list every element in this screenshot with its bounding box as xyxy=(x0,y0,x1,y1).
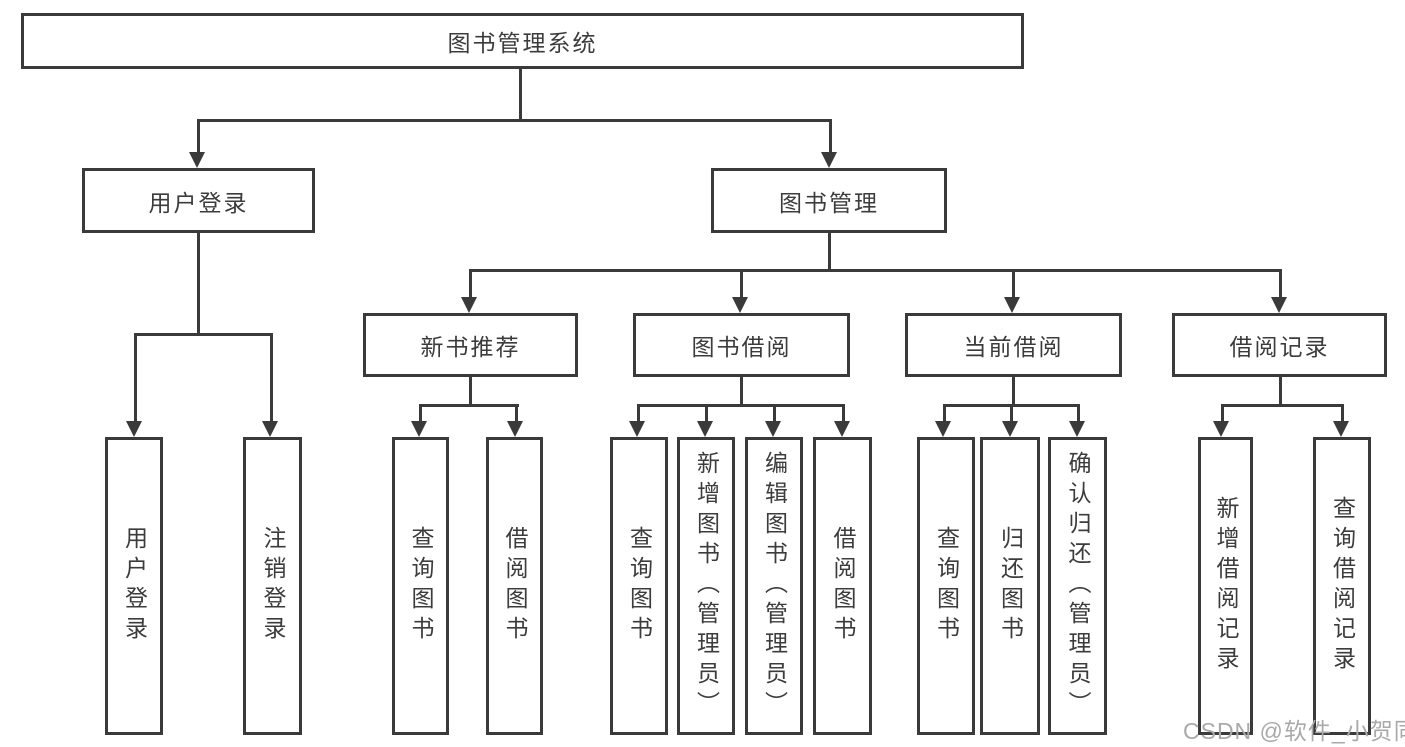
connector-line xyxy=(134,333,137,422)
node-book-borrowing: 图书借阅 xyxy=(633,313,850,377)
node-label: 查询图书 xyxy=(933,526,960,646)
connector-line xyxy=(1279,269,1282,298)
arrow-down-icon xyxy=(732,297,748,313)
connector-line xyxy=(515,404,518,422)
connector-line xyxy=(637,404,845,407)
node-library-management-system: 图书管理系统 xyxy=(21,13,1024,69)
node-label: 图书管理系统 xyxy=(447,30,598,56)
connector-line xyxy=(1221,404,1224,422)
node-label: 借阅图书 xyxy=(502,526,528,646)
leaf-current-return-books: 归还图书 xyxy=(980,437,1040,735)
leaf-user-login: 用户登录 xyxy=(105,437,163,735)
connector-line xyxy=(197,119,200,153)
leaf-records-query-borrow-record: 查询借阅记录 xyxy=(1313,437,1371,735)
connector-line xyxy=(469,375,472,406)
leaf-borrowing-query-books: 查询图书 xyxy=(610,437,668,735)
arrow-down-icon xyxy=(1333,421,1349,437)
node-label: 确认归还（管理员） xyxy=(1065,451,1091,721)
connector-line xyxy=(197,119,831,122)
connector-line xyxy=(1010,404,1013,422)
connector-line xyxy=(419,404,519,407)
leaf-current-query-books: 查询图书 xyxy=(917,437,975,735)
node-label: 查询借阅记录 xyxy=(1329,496,1356,676)
node-label: 借阅记录 xyxy=(1229,334,1330,360)
connector-line xyxy=(637,404,640,422)
node-label: 新增借阅记录 xyxy=(1213,496,1239,676)
arrow-down-icon xyxy=(507,421,523,437)
connector-line xyxy=(1279,375,1282,407)
connector-line xyxy=(842,404,845,422)
connector-line xyxy=(943,404,946,422)
connector-line xyxy=(740,269,743,298)
node-label: 编辑图书（管理员） xyxy=(761,451,788,721)
arrow-down-icon xyxy=(834,421,850,437)
leaf-records-add-borrow-record: 新增借阅记录 xyxy=(1198,437,1253,735)
node-borrowing-records: 借阅记录 xyxy=(1172,313,1387,377)
arrow-down-icon xyxy=(189,152,205,168)
connector-line xyxy=(134,333,273,336)
node-label: 借阅图书 xyxy=(830,526,856,646)
arrow-down-icon xyxy=(411,421,427,437)
node-label: 新增图书（管理员） xyxy=(693,451,720,721)
connector-line xyxy=(1012,269,1015,298)
leaf-borrowing-edit-books-admin: 编辑图书（管理员） xyxy=(745,437,803,735)
node-label: 注销登录 xyxy=(260,526,286,646)
connector-line xyxy=(270,333,273,422)
connector-line xyxy=(519,68,522,121)
arrow-down-icon xyxy=(262,421,278,437)
node-label: 归还图书 xyxy=(997,526,1024,646)
connector-line xyxy=(740,375,743,406)
leaf-recommend-query-books: 查询图书 xyxy=(392,437,449,735)
connector-line xyxy=(469,269,1282,272)
node-current-borrowing: 当前借阅 xyxy=(905,313,1122,377)
arrow-down-icon xyxy=(765,421,781,437)
arrow-down-icon xyxy=(1213,421,1229,437)
arrow-down-icon xyxy=(126,421,142,437)
leaf-borrowing-add-books-admin: 新增图书（管理员） xyxy=(677,437,735,735)
arrow-down-icon xyxy=(461,297,477,313)
node-label: 查询图书 xyxy=(408,526,434,646)
connector-line xyxy=(828,231,831,272)
connector-line xyxy=(1077,404,1080,422)
csdn-watermark: CSDN @软件_小贺同学 xyxy=(1183,718,1405,744)
leaf-borrowing-borrow-books: 借阅图书 xyxy=(813,437,872,735)
connector-line xyxy=(1341,404,1344,422)
node-label: 查询图书 xyxy=(626,526,653,646)
node-label: 图书管理 xyxy=(779,189,879,216)
arrow-down-icon xyxy=(1004,297,1020,313)
leaf-recommend-borrow-books: 借阅图书 xyxy=(486,437,543,735)
leaf-logout: 注销登录 xyxy=(243,437,302,735)
arrow-down-icon xyxy=(629,421,645,437)
node-book-management: 图书管理 xyxy=(711,168,947,233)
connector-line xyxy=(1221,404,1344,407)
arrow-down-icon xyxy=(1069,421,1085,437)
arrow-down-icon xyxy=(1271,297,1287,313)
arrow-down-icon xyxy=(697,421,713,437)
connector-line xyxy=(1012,375,1015,407)
node-label: 新书推荐 xyxy=(420,334,521,360)
connector-line xyxy=(469,269,472,298)
connector-line xyxy=(773,404,776,422)
connector-line xyxy=(705,404,708,422)
node-label: 用户登录 xyxy=(148,189,249,216)
arrow-down-icon xyxy=(935,421,951,437)
node-new-book-recommendation: 新书推荐 xyxy=(363,313,578,377)
connector-line xyxy=(829,119,832,153)
connector-line xyxy=(197,231,200,336)
arrow-down-icon xyxy=(821,152,837,168)
node-label: 图书借阅 xyxy=(691,334,792,360)
node-label: 用户登录 xyxy=(121,526,148,646)
arrow-down-icon xyxy=(1002,421,1018,437)
leaf-current-confirm-return-admin: 确认归还（管理员） xyxy=(1048,437,1107,735)
node-label: 当前借阅 xyxy=(963,334,1064,360)
node-user-login: 用户登录 xyxy=(82,168,315,233)
connector-line xyxy=(419,404,422,422)
